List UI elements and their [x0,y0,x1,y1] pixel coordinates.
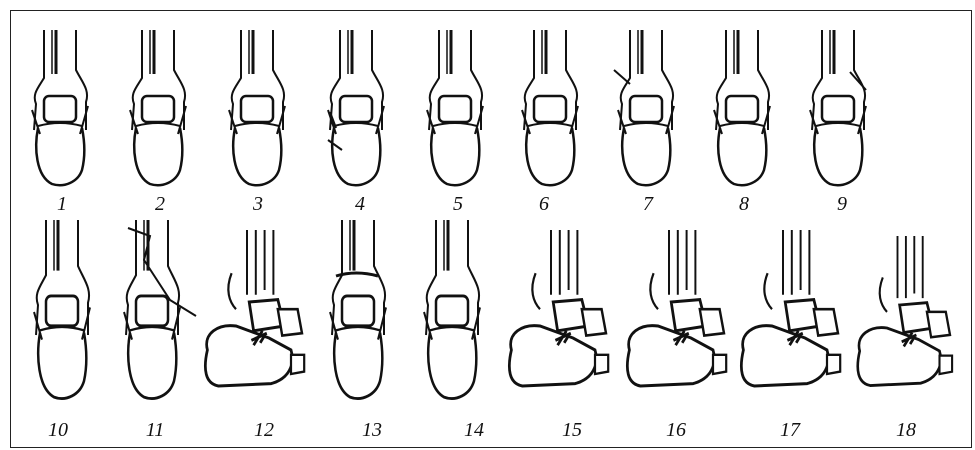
panel-8-drawing [714,30,770,185]
panel-label-5: 5 [453,194,463,214]
panel-5-drawing [427,30,483,185]
panel-label-3: 3 [253,194,263,214]
panel-9-drawing [810,30,866,185]
panel-11-drawing [124,220,196,399]
panel-label-12: 12 [254,420,274,440]
panel-16-drawing [627,230,726,386]
panel-7-drawing [614,30,674,185]
panel-18-drawing [858,236,952,386]
panel-label-6: 6 [539,194,549,214]
panel-3-drawing [229,30,285,185]
panel-label-8: 8 [739,194,749,214]
panel-label-2: 2 [155,194,165,214]
panel-2-drawing [130,30,186,185]
panel-13-drawing [330,220,386,399]
panel-label-16: 16 [666,420,686,440]
panel-label-14: 14 [464,420,484,440]
panel-1-drawing [32,30,88,185]
panel-12-drawing [205,230,304,386]
panel-15-drawing [509,230,608,386]
panel-label-13: 13 [362,420,382,440]
panel-17-drawing [741,230,840,386]
panel-label-9: 9 [837,194,847,214]
panel-label-7: 7 [643,194,653,214]
panel-label-15: 15 [562,420,582,440]
panel-10-drawing [34,220,90,399]
panel-label-10: 10 [48,420,68,440]
panel-label-1: 1 [57,194,67,214]
panel-6-drawing [522,30,578,185]
panel-14-drawing [424,220,480,399]
panel-label-4: 4 [355,194,365,214]
panel-label-11: 11 [146,420,165,440]
panel-label-18: 18 [896,420,916,440]
panel-4-drawing [328,30,384,185]
panel-label-17: 17 [780,420,800,440]
